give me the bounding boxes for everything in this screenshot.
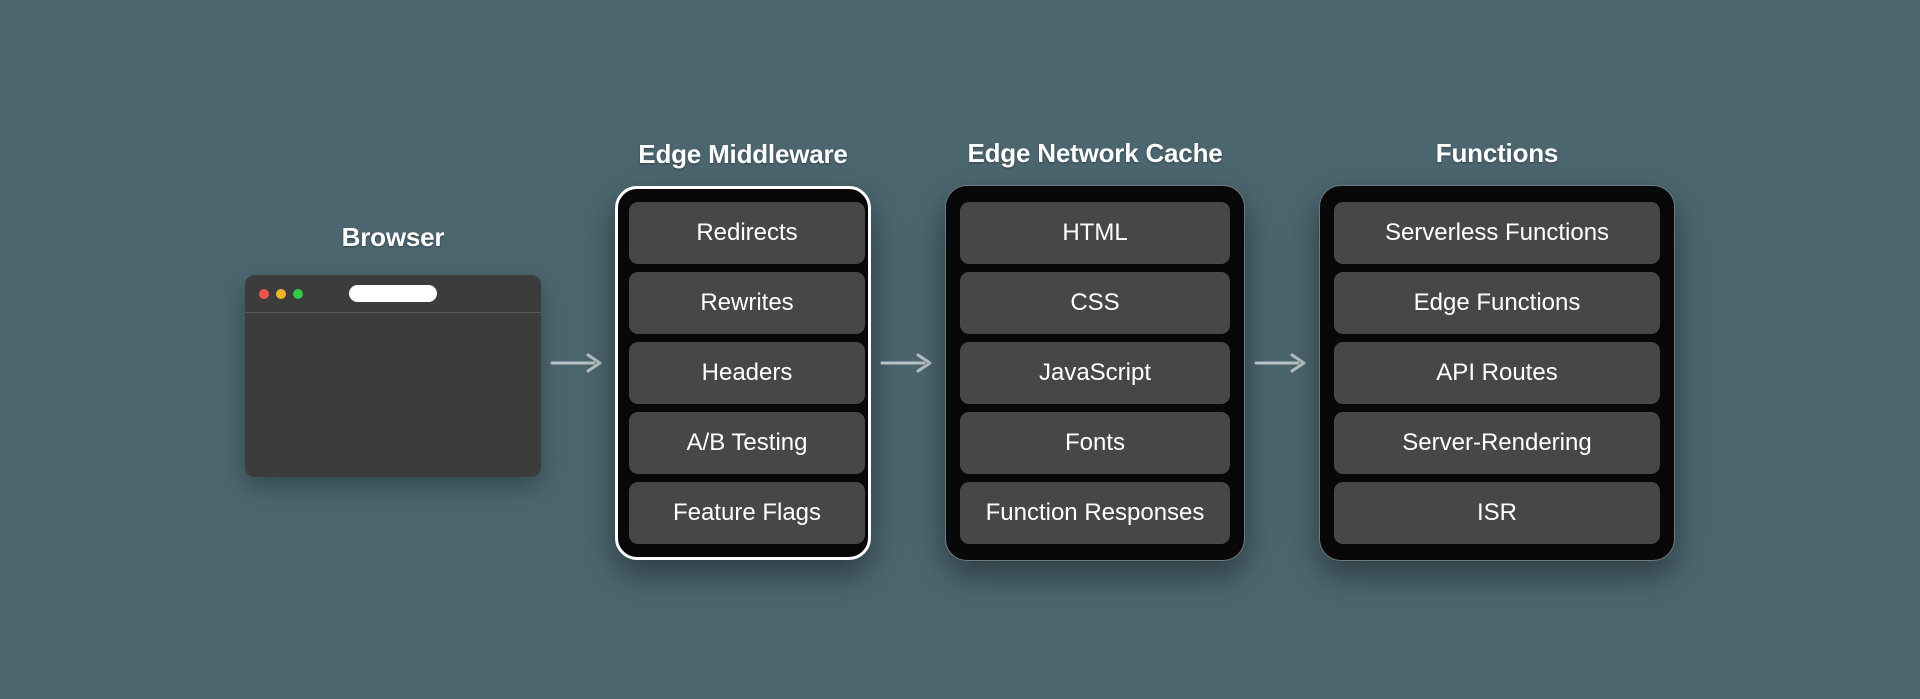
list-item[interactable]: Function Responses [960, 482, 1230, 544]
browser-chrome [245, 275, 541, 313]
browser-window [245, 275, 541, 477]
list-item[interactable]: Rewrites [629, 272, 865, 334]
panel-functions: Serverless Functions Edge Functions API … [1319, 185, 1675, 561]
list-item[interactable]: ISR [1334, 482, 1660, 544]
list-item[interactable]: Redirects [629, 202, 865, 264]
architecture-flow: Browser Edge Mid [245, 138, 1675, 561]
url-bar-input[interactable] [349, 285, 437, 302]
arrow-right-icon [880, 353, 932, 372]
close-button-icon[interactable] [259, 288, 269, 299]
panel-edge-middleware: Redirects Rewrites Headers A/B Testing F… [615, 186, 871, 560]
stage-title-edge-middleware: Edge Middleware [638, 139, 848, 169]
stage-edge-middleware: Edge Middleware Redirects Rewrites Heade… [615, 139, 871, 560]
list-item[interactable]: CSS [960, 272, 1230, 334]
list-item[interactable]: Serverless Functions [1334, 202, 1660, 264]
list-item[interactable]: Server-Rendering [1334, 412, 1660, 474]
list-item[interactable]: Edge Functions [1334, 272, 1660, 334]
list-item[interactable]: A/B Testing [629, 412, 865, 474]
stage-edge-network-cache: Edge Network Cache HTML CSS JavaScript F… [945, 138, 1245, 561]
maximize-button-icon[interactable] [293, 288, 303, 299]
minimize-button-icon[interactable] [276, 288, 286, 299]
traffic-lights [259, 288, 303, 299]
stage-title-browser: Browser [341, 222, 445, 252]
arrow-right-icon [1254, 353, 1306, 372]
list-item[interactable]: JavaScript [960, 342, 1230, 404]
panel-edge-network-cache: HTML CSS JavaScript Fonts Function Respo… [945, 185, 1245, 561]
list-item[interactable]: Feature Flags [629, 482, 865, 544]
list-item[interactable]: HTML [960, 202, 1230, 264]
arrow-browser-to-middleware [541, 353, 615, 373]
arrow-right-icon [550, 353, 602, 372]
list-item[interactable]: Headers [629, 342, 865, 404]
arrow-cache-to-functions [1245, 353, 1319, 373]
list-item[interactable]: API Routes [1334, 342, 1660, 404]
stage-title-edge-network-cache: Edge Network Cache [967, 138, 1223, 168]
stage-title-functions: Functions [1435, 138, 1559, 168]
stage-browser: Browser [245, 222, 541, 477]
browser-viewport [245, 313, 541, 477]
stage-functions: Functions Serverless Functions Edge Func… [1319, 138, 1675, 561]
list-item[interactable]: Fonts [960, 412, 1230, 474]
arrow-middleware-to-cache [871, 353, 945, 373]
